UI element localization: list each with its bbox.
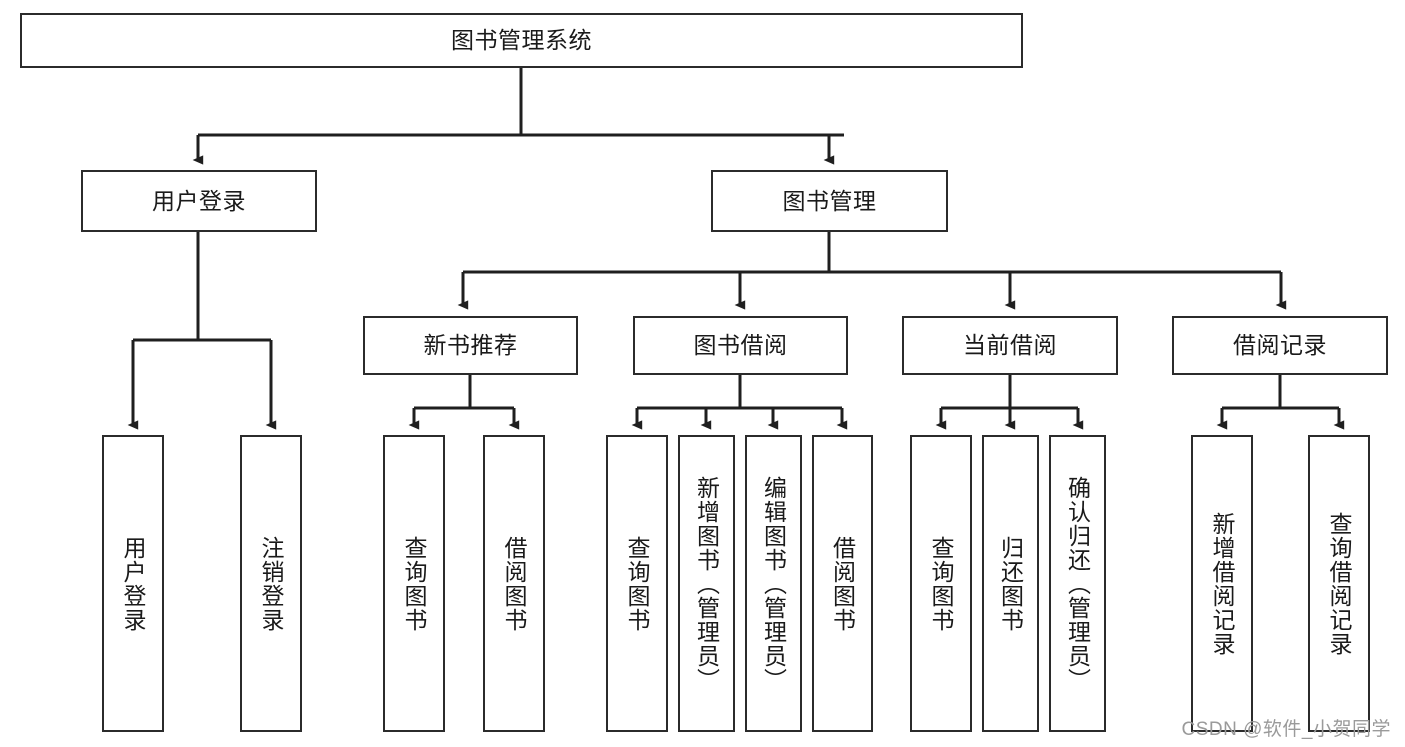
leaf-confirm-return-label: 确认归还（管理员） bbox=[1064, 475, 1091, 692]
leaf-confirm-return[interactable]: 确认归还（管理员） bbox=[1049, 435, 1106, 732]
leaf-return-book-label: 归还图书 bbox=[997, 535, 1024, 632]
node-borrow-record-label: 借阅记录 bbox=[1233, 332, 1327, 359]
node-book-management[interactable]: 图书管理 bbox=[711, 170, 948, 232]
leaf-add-book[interactable]: 新增图书（管理员） bbox=[678, 435, 735, 732]
leaf-query-book-1-label: 查询图书 bbox=[401, 535, 428, 632]
leaf-borrow-book-2[interactable]: 借阅图书 bbox=[812, 435, 873, 732]
leaf-logout-login-label: 注销登录 bbox=[258, 535, 285, 632]
leaf-add-borrow-record[interactable]: 新增借阅记录 bbox=[1191, 435, 1253, 732]
leaf-query-book-2-label: 查询图书 bbox=[624, 535, 651, 632]
node-current-borrow[interactable]: 当前借阅 bbox=[902, 316, 1118, 375]
leaf-borrow-book-1[interactable]: 借阅图书 bbox=[483, 435, 545, 732]
leaf-borrow-book-2-label: 借阅图书 bbox=[829, 535, 856, 632]
leaf-query-book-2[interactable]: 查询图书 bbox=[606, 435, 668, 732]
leaf-logout-login[interactable]: 注销登录 bbox=[240, 435, 302, 732]
leaf-edit-book[interactable]: 编辑图书（管理员） bbox=[745, 435, 802, 732]
node-new-book-recommend-label: 新书推荐 bbox=[423, 332, 518, 359]
leaf-user-login[interactable]: 用户登录 bbox=[102, 435, 164, 732]
node-current-borrow-label: 当前借阅 bbox=[963, 332, 1057, 359]
node-book-borrow-label: 图书借阅 bbox=[693, 332, 788, 359]
node-user-login-label: 用户登录 bbox=[152, 187, 246, 214]
node-book-management-label: 图书管理 bbox=[782, 187, 877, 214]
leaf-edit-book-label: 编辑图书（管理员） bbox=[760, 475, 787, 692]
node-book-borrow[interactable]: 图书借阅 bbox=[633, 316, 848, 375]
leaf-query-book-3[interactable]: 查询图书 bbox=[910, 435, 972, 732]
leaf-borrow-book-1-label: 借阅图书 bbox=[501, 535, 528, 632]
leaf-user-login-label: 用户登录 bbox=[120, 535, 147, 632]
leaf-add-book-label: 新增图书（管理员） bbox=[693, 475, 720, 692]
leaf-query-borrow-record[interactable]: 查询借阅记录 bbox=[1308, 435, 1370, 732]
leaf-return-book[interactable]: 归还图书 bbox=[982, 435, 1039, 732]
node-borrow-record[interactable]: 借阅记录 bbox=[1172, 316, 1388, 375]
leaf-query-borrow-record-label: 查询借阅记录 bbox=[1326, 511, 1353, 656]
node-user-login[interactable]: 用户登录 bbox=[81, 170, 317, 232]
node-new-book-recommend[interactable]: 新书推荐 bbox=[363, 316, 578, 375]
node-root[interactable]: 图书管理系统 bbox=[20, 13, 1023, 68]
leaf-query-book-1[interactable]: 查询图书 bbox=[383, 435, 445, 732]
leaf-add-borrow-record-label: 新增借阅记录 bbox=[1209, 511, 1236, 656]
leaf-query-book-3-label: 查询图书 bbox=[928, 535, 955, 632]
node-root-label: 图书管理系统 bbox=[451, 27, 592, 54]
